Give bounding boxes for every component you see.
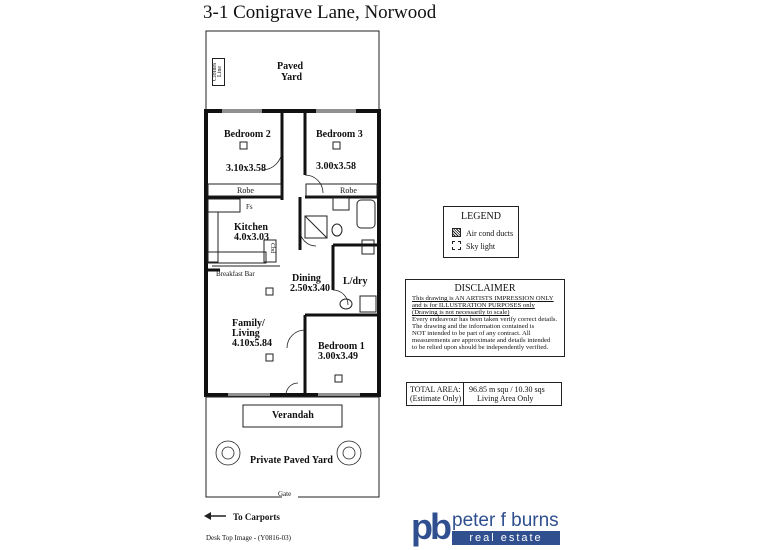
family-label-1: Family/: [232, 318, 265, 329]
logo-name: peter f burns: [452, 510, 559, 531]
robe-left-label: Robe: [237, 186, 254, 195]
breakfast-bar-label: Breakfast Bar: [216, 270, 255, 278]
disclaimer-line-3: (Drawing is not necessarily to scale): [412, 309, 510, 316]
kitchen-label: Kitchen: [234, 222, 268, 233]
disclaimer-line-8: to be relied upon should be independentl…: [412, 344, 549, 351]
disclaimer-line-4: Every endeavour has been taken verify co…: [412, 316, 558, 323]
duct-icon: [452, 228, 461, 237]
bedroom3-label: Bedroom 3: [316, 129, 363, 140]
legend-sky-label: Sky light: [466, 242, 496, 251]
private-yard-label: Private Paved Yard: [250, 455, 333, 466]
robe-right-label: Robe: [340, 186, 357, 195]
cbd-label: Cbd: [269, 243, 275, 254]
family-dim: 4.10x5.84: [232, 338, 272, 349]
paved-yard-label-2: Yard: [281, 72, 303, 83]
legend-air-label: Air cond ducts: [466, 229, 514, 238]
logo-subtitle: real estate: [452, 531, 560, 545]
disclaimer-title: DISCLAIMER: [454, 283, 516, 294]
disclaimer-line-6: NOT intended to be part of any contract.…: [412, 330, 531, 337]
disclaimer-line-1: This drawing is AN ARTISTS IMPRESSION ON…: [412, 295, 554, 302]
total-label-2: (Estimate Only): [410, 394, 462, 403]
bedroom1-label: Bedroom 1: [318, 341, 365, 352]
disclaimer-line-7: measurements are approximate and details…: [412, 337, 551, 344]
ldry-label: L/dry: [343, 276, 368, 287]
total-value-1: 96.85 m squ / 10.30 sqs: [469, 385, 545, 394]
kitchen-dim: 4.0x3.03: [234, 232, 269, 243]
page-title: 3-1 Conigrave Lane, Norwood: [203, 2, 437, 23]
bedroom2-dim: 3.10x3.58: [226, 163, 266, 174]
total-value-2: Living Area Only: [477, 394, 534, 403]
logo-initials: pb: [411, 506, 452, 547]
bedroom1-dim: 3.00x3.49: [318, 351, 358, 362]
fs-label: Fs: [246, 203, 253, 211]
dining-label: Dining: [292, 273, 321, 284]
disclaimer-line-2: and is for ILLUSTRATION PURPOSES only: [412, 302, 535, 309]
paved-yard-label-1: Paved: [277, 61, 304, 72]
disclaimer-box: DISCLAIMER This drawing is AN ARTISTS IM…: [405, 279, 565, 357]
clothes-line-label: Clothes Line: [212, 58, 225, 86]
legend-sky-row: Sky light: [452, 241, 495, 251]
dining-dim: 2.50x3.40: [290, 283, 330, 294]
verandah-label: Verandah: [272, 410, 314, 421]
legend-box: LEGEND Air cond ducts Sky light: [443, 206, 519, 258]
carports-label: To Carports: [233, 512, 280, 522]
legend-title: LEGEND: [461, 211, 501, 222]
total-area-box: TOTAL AREA: (Estimate Only) 96.85 m squ …: [406, 382, 562, 406]
bedroom2-label: Bedroom 2: [224, 129, 271, 140]
disclaimer-line-5: The drawing and the information containe…: [412, 323, 535, 330]
bedroom3-dim: 3.00x3.58: [316, 161, 356, 172]
skylight-icon: [452, 241, 461, 250]
total-label-1: TOTAL AREA:: [410, 385, 461, 394]
gate-label: Gate: [278, 490, 292, 498]
family-label-2: Living: [232, 328, 260, 339]
legend-air-row: Air cond ducts: [452, 228, 513, 238]
footer-text: Desk Top Image - (Y0816-03): [206, 534, 291, 542]
